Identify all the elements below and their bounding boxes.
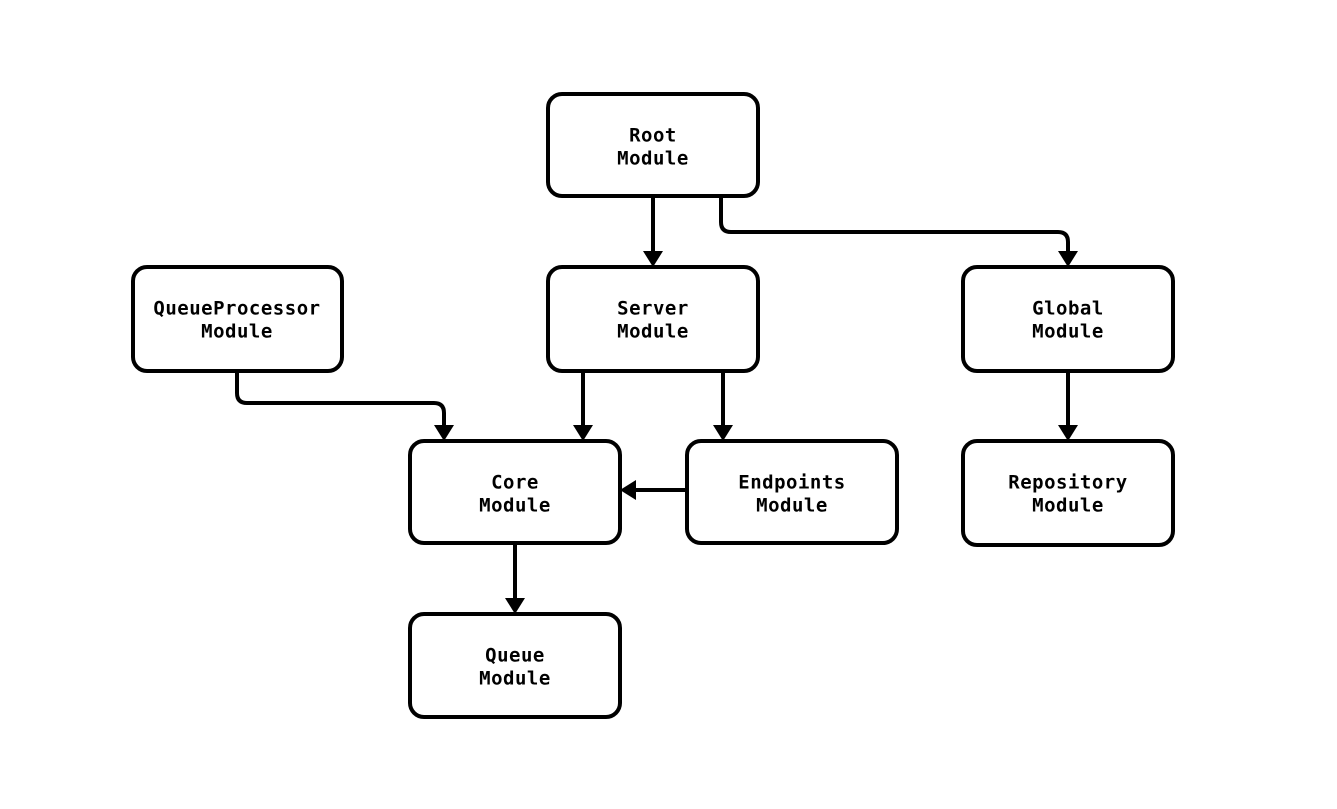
node-root-module[interactable]: Root Module [546,92,760,198]
node-box[interactable] [131,265,344,373]
node-label-line2: Module [479,495,551,517]
edge-core-to-queue [505,543,525,614]
node-endpoints-module[interactable]: Endpoints Module [685,439,899,545]
arrowhead-icon [434,425,454,441]
arrowhead-icon [1058,251,1078,267]
edge-server-to-core [573,371,593,441]
edge-line [719,196,1070,251]
node-label-line1: Global [1032,298,1104,320]
node-server-module[interactable]: Server Module [546,265,760,373]
edge-root-to-server [643,196,663,267]
edge-endpoints-to-core [620,480,687,500]
node-label-line1: Root [629,125,677,147]
node-label-line1: Server [617,298,689,320]
arrowhead-icon [643,251,663,267]
node-repository-module[interactable]: Repository Module [961,439,1175,547]
arrowhead-icon [505,598,525,614]
node-label-line1: QueueProcessor [153,298,320,320]
edge-root-to-global [719,196,1078,267]
node-global-module[interactable]: Global Module [961,265,1175,373]
node-box[interactable] [961,265,1175,373]
arrowhead-icon [573,425,593,441]
arrowhead-icon [713,425,733,441]
node-box[interactable] [408,439,622,545]
node-label-line2: Module [617,321,689,343]
node-box[interactable] [546,265,760,373]
edge-line [235,371,446,425]
node-label-line1: Core [491,472,539,494]
node-label-line1: Queue [485,645,545,667]
node-core-module[interactable]: Core Module [408,439,622,545]
node-label-line1: Endpoints [738,472,845,494]
node-box[interactable] [961,439,1175,547]
node-box[interactable] [408,612,622,719]
edge-global-to-repository [1058,371,1078,441]
node-queue-module[interactable]: Queue Module [408,612,622,719]
node-label-line1: Repository [1008,472,1127,494]
node-box[interactable] [546,92,760,198]
arrowhead-icon [1058,425,1078,441]
edge-server-to-endpoints [713,371,733,441]
node-label-line2: Module [1032,321,1104,343]
node-label-line2: Module [756,495,828,517]
arrowhead-icon [620,480,636,500]
node-label-line2: Module [201,321,273,343]
node-queueprocessor-module[interactable]: QueueProcessor Module [131,265,344,373]
node-label-line2: Module [1032,495,1104,517]
node-label-line2: Module [479,668,551,690]
edge-queueprocessor-to-core [235,371,454,441]
node-label-line2: Module [617,148,689,170]
node-box[interactable] [685,439,899,545]
